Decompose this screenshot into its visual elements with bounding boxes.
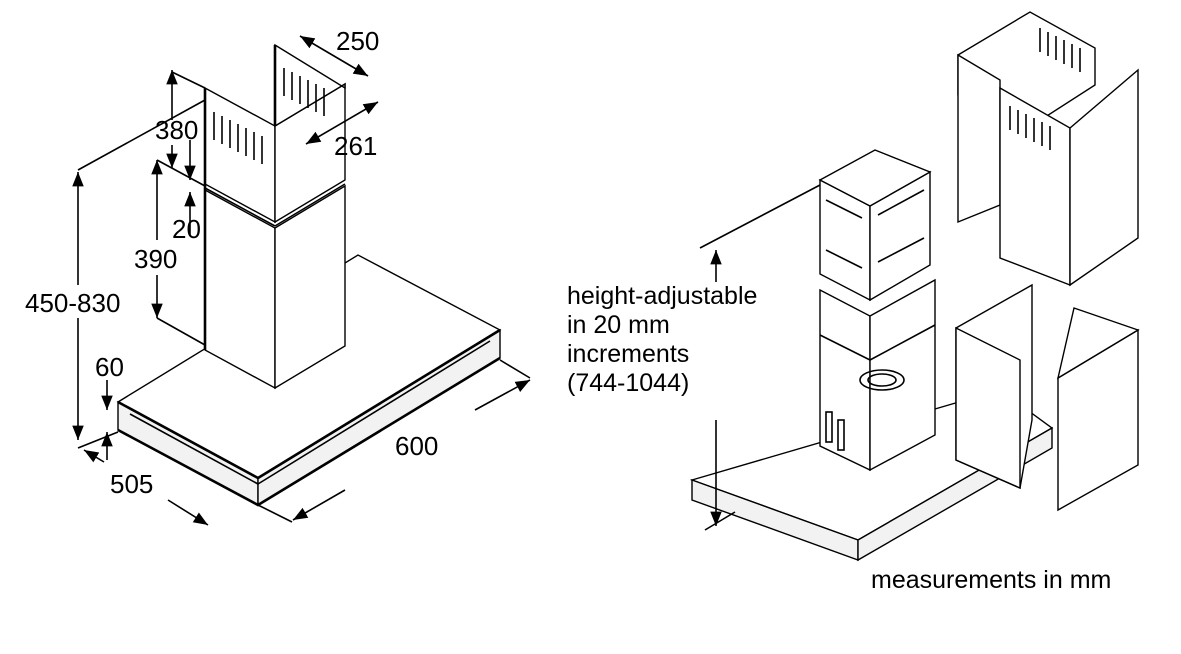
units-caption: measurements in mm (871, 566, 1111, 594)
adjust-note-line3: increments (567, 340, 689, 368)
dim-lower-chimney: 390 (134, 244, 177, 274)
upper-panel-side (1069, 68, 1139, 287)
dim-chimney-depth: 261 (334, 131, 377, 161)
adjust-note-line1: height-adjustable (567, 282, 757, 310)
dim-total-height: 450-830 (25, 288, 120, 318)
adjust-note-line4: (744-1044) (567, 369, 689, 397)
dim-chimney-width: 250 (336, 26, 379, 56)
dim-depth: 505 (110, 469, 153, 499)
dim-upper-chimney: 380 (155, 115, 198, 145)
upper-panel-left-strip (957, 53, 1001, 224)
lower-panel-right-top (1056, 307, 1140, 380)
exploded-assembly: height-adjustable in 20 mm increments (7… (567, 11, 1140, 594)
upper-panel-vents (1009, 28, 1081, 150)
dim-width: 600 (395, 431, 438, 461)
adjust-note-line2: in 20 mm (567, 311, 670, 339)
lower-chimney-right (274, 184, 346, 390)
dim-canopy-height: 60 (95, 352, 124, 382)
dim-overlap: 20 (172, 214, 201, 244)
mounting-frame-upper (818, 149, 932, 302)
vent-slots-left (213, 112, 263, 164)
hood-dimension-drawing: 250 261 380 20 390 450-830 60 505 600 (25, 26, 531, 526)
lower-panel-front (955, 326, 1021, 490)
mounting-frame-lower (819, 278, 936, 472)
